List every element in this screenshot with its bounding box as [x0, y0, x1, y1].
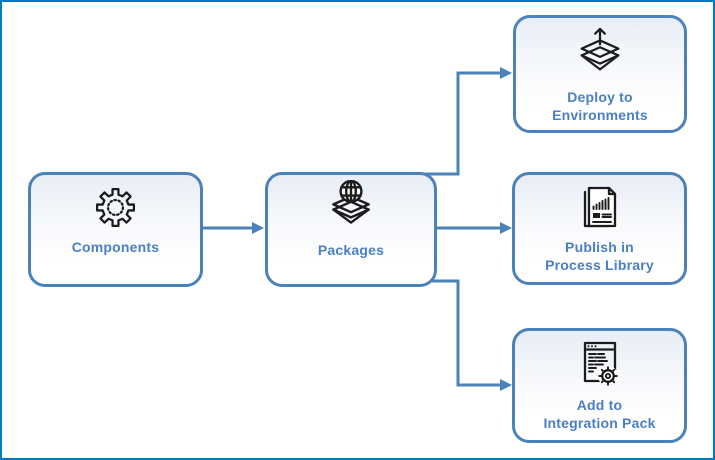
- node-label: Components: [71, 238, 160, 255]
- node-components: Components: [28, 172, 203, 287]
- package-globe-icon: [326, 179, 376, 234]
- arrowhead-icon: [500, 379, 512, 391]
- node-packages: Packages: [265, 172, 437, 287]
- edge-packages-add: [425, 279, 500, 387]
- node-label: Add to Integration Pack: [543, 397, 656, 431]
- gear-icon: [92, 184, 139, 231]
- node-label: Deploy to Environments: [552, 88, 648, 123]
- node-publish-in-process-library: Publish in Process Library: [512, 172, 687, 285]
- node-deploy-to-environments: Deploy to Environments: [513, 15, 687, 133]
- document-chart-icon: [578, 183, 622, 231]
- node-label: Publish in Process Library: [545, 239, 654, 273]
- deploy-box-arrow-icon: [576, 25, 624, 81]
- node-label: Packages: [317, 242, 385, 258]
- arrowhead-icon: [252, 222, 264, 234]
- arrowhead-icon: [500, 67, 512, 79]
- node-add-to-integration-pack: Add to Integration Pack: [512, 328, 687, 443]
- edge-packages-deploy: [425, 71, 500, 176]
- window-gear-icon: [577, 339, 623, 389]
- arrowhead-icon: [500, 222, 512, 234]
